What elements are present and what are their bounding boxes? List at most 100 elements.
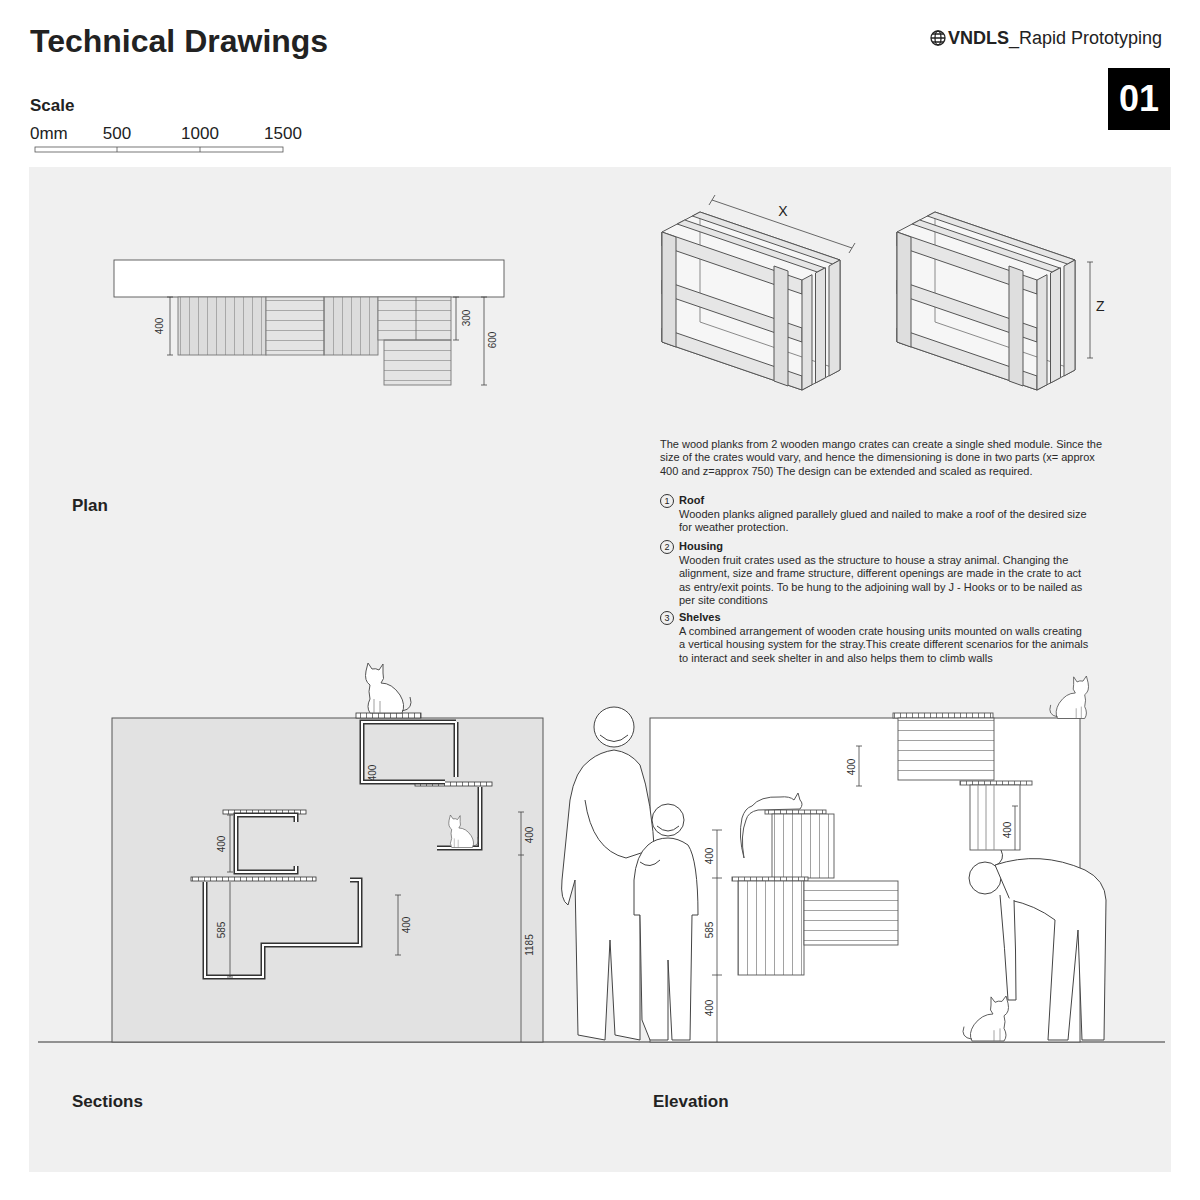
globe-icon: [931, 34, 945, 42]
dimension-line: [709, 195, 855, 253]
dimension: 400: [705, 848, 715, 865]
dimension-line: [709, 195, 1093, 358]
sheet-number-box: 01: [1108, 68, 1170, 130]
crate-isometric: [662, 212, 840, 390]
person-figure: [640, 860, 660, 866]
scale-value: 0mm: [30, 124, 68, 145]
dimension-line: [481, 297, 487, 385]
dimension: 400: [217, 836, 227, 853]
person-figure: [657, 826, 679, 831]
section-wall: [112, 718, 543, 1042]
dimension-line: [167, 297, 173, 355]
plan-view: [378, 297, 451, 340]
callout-digit: 3: [664, 614, 669, 623]
scale-value: 1000: [181, 124, 219, 145]
dimension-line: [1087, 262, 1093, 358]
dimension: 400: [155, 318, 165, 335]
crate-isometric: [662, 212, 1075, 390]
shelf-plank: [356, 713, 421, 718]
view-heading: Elevation: [653, 1092, 729, 1113]
dimension: 400: [525, 827, 535, 844]
cat-figure: [449, 815, 479, 848]
dimension-line: [227, 815, 233, 872]
crate-elevation: [804, 881, 898, 945]
scale-bar: [117, 147, 200, 152]
dimension: 1185: [525, 934, 535, 956]
crate-elevation: [732, 713, 1032, 975]
person-figure: [1000, 895, 1016, 1000]
item-heading: Housing: [679, 540, 723, 553]
dimension: 400: [705, 1000, 715, 1017]
crate-elevation: [893, 713, 993, 718]
cat-figure: [963, 996, 1009, 1041]
dimension: 400: [368, 765, 378, 782]
dimension-line: [453, 297, 459, 340]
crate-section: [236, 815, 296, 872]
dimension-symbol: Z: [1096, 298, 1105, 315]
sheet-number: 01: [1119, 81, 1159, 117]
crate-section: [205, 722, 480, 977]
callout-number: 1: [660, 494, 674, 508]
plan-view: [384, 340, 451, 385]
dimension: 400: [1003, 821, 1013, 840]
crate-elevation: [898, 718, 994, 780]
item-note: Wooden planks aligned parallely glued an…: [679, 508, 1089, 535]
shelf-plank: [191, 877, 316, 881]
globe-icon: [931, 31, 945, 45]
crate-elevation: [970, 785, 1020, 850]
globe-icon: [931, 31, 945, 45]
crate-section: [205, 722, 480, 977]
person-figure: [995, 859, 1106, 1040]
crate-section: [236, 815, 296, 872]
scale-value: 1500: [264, 124, 302, 145]
sheet-title: Technical Drawings: [30, 22, 328, 61]
person-figure: [594, 707, 634, 747]
dimension-line: [518, 812, 524, 1042]
cat-figure: [366, 663, 412, 713]
cat-figure: [740, 793, 802, 858]
crate-elevation: [732, 877, 808, 881]
dimension: 585: [705, 922, 715, 939]
item-heading: Roof: [679, 494, 704, 507]
person-figure: [652, 804, 684, 836]
brand-subtitle: _Rapid Prototyping: [1009, 28, 1162, 50]
brand-name: VNDLS: [948, 28, 1009, 50]
person-figure: [634, 838, 698, 1040]
dimension-line: [227, 812, 524, 1042]
crate-elevation: [960, 781, 1032, 785]
crate-elevation: [765, 810, 826, 814]
dimension: 400: [402, 917, 412, 934]
callout-digit: 2: [664, 543, 669, 552]
callout-digit: 1: [664, 497, 669, 506]
dimension-line: [167, 297, 487, 385]
crate-section: [437, 787, 480, 848]
view-heading: Sections: [72, 1092, 143, 1113]
cat-figure: [366, 663, 479, 848]
plan-view: [178, 297, 266, 355]
item-note: Wooden fruit crates used as the structur…: [679, 554, 1089, 608]
plan-view: [114, 260, 504, 297]
crate-elevation: [738, 881, 804, 975]
dimension-line: [227, 882, 233, 977]
crate-section: [205, 880, 360, 977]
plan-view: [114, 260, 504, 385]
item-heading: Shelves: [679, 611, 721, 624]
dimension: 400: [847, 759, 857, 776]
person-figure: [585, 800, 644, 858]
scale-heading: Scale: [30, 96, 74, 117]
plan-view: [416, 297, 417, 340]
dimension-symbol: X: [778, 203, 787, 220]
crate-isometric: [897, 212, 1075, 390]
scale-bar: [35, 147, 283, 152]
crate-section: [455, 722, 457, 777]
dimension: 585: [217, 922, 227, 939]
crate-section: [437, 787, 480, 848]
person-figure: [562, 707, 1106, 1040]
person-figure: [600, 735, 628, 742]
plan-view: [266, 297, 324, 355]
plan-view: [324, 297, 378, 355]
crate-section: [362, 722, 456, 782]
callout-number: 3: [660, 611, 674, 625]
